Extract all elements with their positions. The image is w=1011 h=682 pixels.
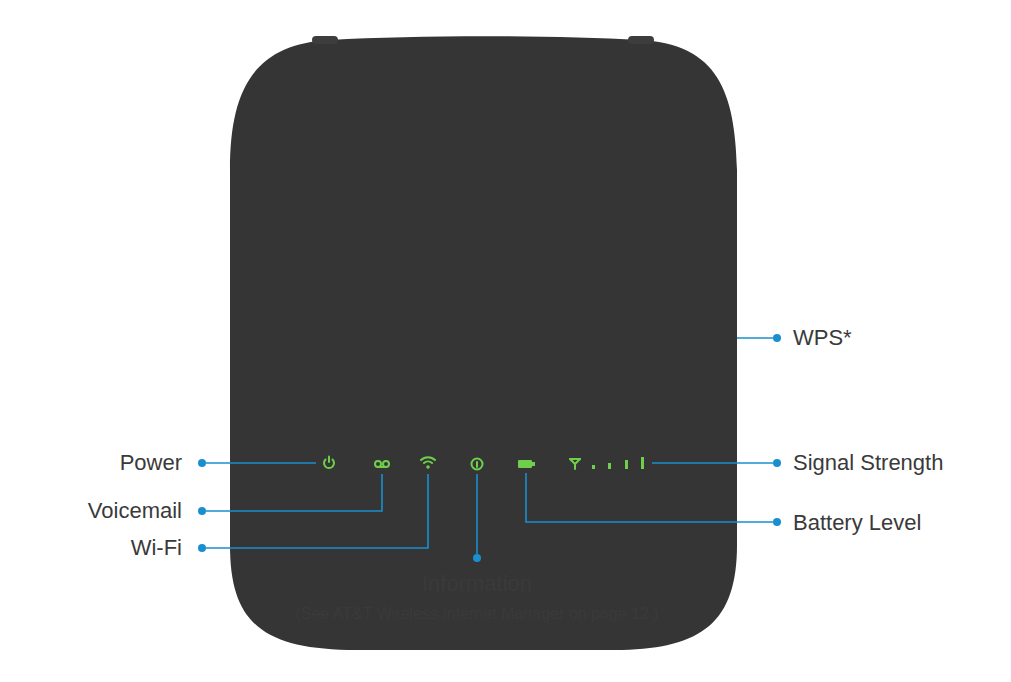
leader-line [526,473,773,522]
leader-dot [773,459,781,467]
voicemail-led [375,461,389,467]
wifi-led [421,457,435,463]
leader-dot [773,334,781,342]
wifi-dot [426,465,430,469]
leader-dot [198,459,206,467]
part-label: Wi-Fi [131,535,182,561]
part-label: WPS* [793,325,852,351]
signal-bars-led [592,457,644,469]
part-label: Information [422,571,532,597]
body-tab [312,36,338,44]
part-label: Battery Level [793,510,921,536]
leader-dot [473,554,481,562]
part-label: Signal Strength [793,450,943,476]
information-led [472,459,483,470]
leader-line [652,462,773,464]
leader-dot [198,544,206,552]
body-tab [628,36,654,44]
battery-led [518,460,535,468]
leader-line [737,337,773,339]
signal-antenna-led [570,459,580,469]
leader-dot [773,518,781,526]
reference-note: (See AT&T Wireless Internet Manager on p… [295,604,658,623]
router-body [230,36,737,650]
leader-line [206,474,382,511]
leader-line [206,474,428,548]
leader-line [206,462,316,464]
part-label: Power [120,450,182,476]
part-label: Voicemail [88,498,182,524]
leader-dot [198,507,206,515]
leader-line [476,474,478,554]
power-led [324,457,334,469]
